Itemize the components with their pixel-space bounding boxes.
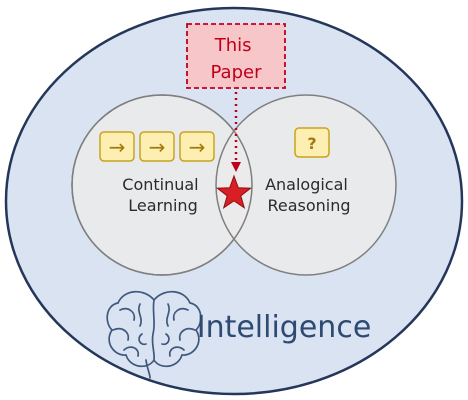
right-arrow-icon: → xyxy=(179,131,215,162)
svg-text:→: → xyxy=(189,135,206,159)
analogical-reasoning-circle xyxy=(215,94,397,276)
svg-text:→: → xyxy=(149,135,166,159)
continual-learning-outline xyxy=(71,94,253,276)
analogical-reasoning-label: Analogical Reasoning xyxy=(265,175,353,215)
star-icon xyxy=(215,174,253,209)
svg-text:?: ? xyxy=(307,134,316,153)
this-paper-callout: This Paper xyxy=(186,23,286,89)
brain-icon xyxy=(106,290,202,379)
right-arrow-icon: → xyxy=(139,131,175,162)
intelligence-label: Intelligence xyxy=(197,310,372,345)
svg-text:→: → xyxy=(109,135,126,159)
continual-learning-label: Continual Learning xyxy=(122,175,203,215)
question-mark-icon: ? xyxy=(294,127,330,158)
this-paper-label: This Paper xyxy=(211,35,263,83)
arrow-icon-row: → → → xyxy=(99,131,215,162)
right-arrow-icon: → xyxy=(99,131,135,162)
